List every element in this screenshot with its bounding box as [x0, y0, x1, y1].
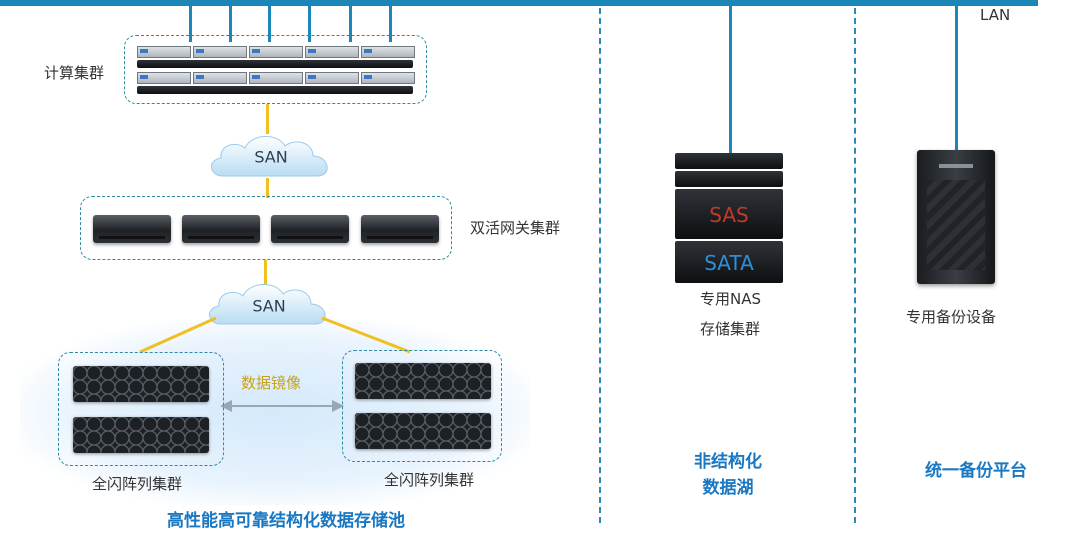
lan-drop — [229, 0, 232, 42]
data-lake-title-line2: 数据湖 — [702, 478, 754, 498]
lan-drop — [268, 0, 271, 42]
flash-array-unit — [355, 363, 491, 399]
backup-device-label: 专用备份设备 — [906, 308, 997, 326]
nas-sata-label: SATA — [704, 251, 754, 275]
data-lake-title-line1: 非结构化 — [694, 452, 762, 472]
gateway-controller — [182, 215, 260, 243]
cloud-icon — [211, 136, 328, 177]
nas-head-node — [675, 171, 783, 187]
compute-node — [137, 72, 191, 84]
backup-device — [917, 150, 995, 284]
compute-node — [193, 46, 247, 58]
cloud-icon — [209, 284, 326, 325]
gateway-controller — [93, 215, 171, 243]
compute-node — [137, 60, 413, 68]
san-cloud-bottom: SAN — [203, 280, 335, 332]
compute-node — [361, 46, 415, 58]
lan-label: LAN — [980, 6, 1011, 24]
flash-array-left-label: 全闪阵列集群 — [92, 475, 183, 493]
gateway-cluster-label: 双活网关集群 — [470, 219, 561, 237]
lan-drop — [389, 0, 392, 42]
nas-label-line2: 存储集群 — [700, 320, 761, 338]
compute-node — [137, 46, 191, 58]
flash-array-right-box — [342, 350, 502, 462]
panel-divider — [599, 8, 601, 523]
gateway-cluster-box — [80, 196, 452, 260]
structured-storage-title: 高性能高可靠结构化数据存储池 — [167, 511, 405, 531]
san-top-label: SAN — [254, 147, 288, 167]
san-bottom-label: SAN — [252, 296, 286, 316]
gateway-controller — [271, 215, 349, 243]
flash-array-right-label: 全闪阵列集群 — [384, 471, 475, 489]
lan-drop-backup — [955, 0, 958, 150]
compute-node — [361, 72, 415, 84]
lan-drop-nas — [729, 0, 732, 153]
backup-device-logo-strip — [939, 164, 973, 168]
compute-node — [249, 46, 303, 58]
lan-bus — [0, 0, 1038, 6]
san-link — [264, 260, 267, 286]
flash-array-unit — [355, 413, 491, 449]
gateway-controller — [361, 215, 439, 243]
lan-drop — [349, 0, 352, 42]
nas-sas-tier: SAS — [675, 189, 783, 239]
compute-node — [137, 86, 413, 94]
backup-platform-title: 统一备份平台 — [925, 461, 1027, 481]
backup-device-bezel — [927, 180, 985, 270]
nas-storage-stack: SAS SATA — [675, 153, 783, 283]
nas-label-line1: 专用NAS — [700, 290, 762, 308]
compute-cluster-label: 计算集群 — [44, 64, 105, 82]
flash-array-unit — [73, 417, 209, 453]
compute-node — [249, 72, 303, 84]
panel-divider — [854, 8, 856, 523]
lan-drop — [189, 0, 192, 42]
compute-cluster-box — [124, 35, 427, 104]
nas-sata-tier: SATA — [675, 241, 783, 283]
flash-array-unit — [73, 366, 209, 402]
compute-node — [305, 46, 359, 58]
san-cloud-top: SAN — [205, 130, 337, 184]
compute-node — [193, 72, 247, 84]
nas-head-node — [675, 153, 783, 169]
compute-nodes — [137, 44, 415, 98]
nas-sas-label: SAS — [709, 203, 749, 227]
san-link — [266, 104, 269, 134]
san-link — [266, 178, 269, 198]
flash-array-left-box — [58, 352, 224, 466]
lan-drop — [308, 0, 311, 42]
data-mirror-label: 数据镜像 — [241, 374, 302, 392]
compute-node — [305, 72, 359, 84]
